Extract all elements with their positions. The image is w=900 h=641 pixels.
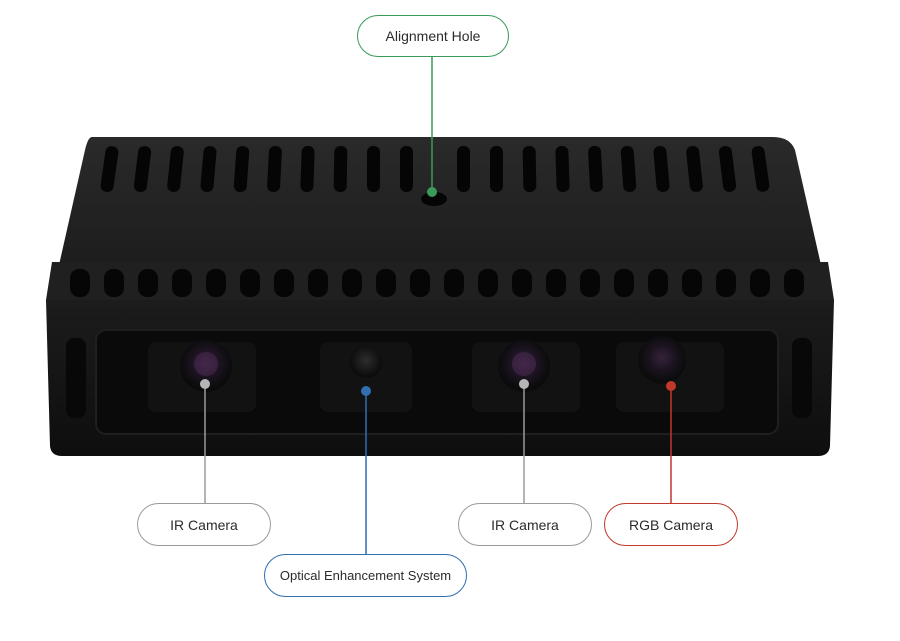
top-vent-slots bbox=[100, 145, 770, 193]
ir-camera-left-marker bbox=[200, 379, 210, 389]
ir-camera-right-module bbox=[472, 340, 580, 412]
alignment-hole-marker bbox=[427, 187, 437, 197]
front-glass-panel bbox=[95, 329, 779, 435]
ir-camera-right-label: IR Camera bbox=[458, 503, 592, 546]
alignment-hole bbox=[421, 192, 447, 206]
optical-enhancement-marker bbox=[361, 386, 371, 396]
alignment-hole-label: Alignment Hole bbox=[357, 15, 509, 57]
rgb-camera-label: RGB Camera bbox=[604, 503, 738, 546]
ir-camera-left-module bbox=[148, 340, 256, 412]
ir-camera-left-label: IR Camera bbox=[137, 503, 271, 546]
rgb-camera-module bbox=[616, 336, 724, 412]
right-side-grip bbox=[792, 338, 812, 418]
rgb-camera-marker bbox=[666, 381, 676, 391]
optical-enhancement-label: Optical Enhancement System bbox=[264, 554, 467, 597]
optical-enhancement-module bbox=[320, 342, 412, 412]
left-side-grip bbox=[66, 338, 86, 418]
device-front-bevel bbox=[46, 262, 834, 300]
front-vent-slots bbox=[70, 269, 804, 297]
ir-camera-right-marker bbox=[519, 379, 529, 389]
